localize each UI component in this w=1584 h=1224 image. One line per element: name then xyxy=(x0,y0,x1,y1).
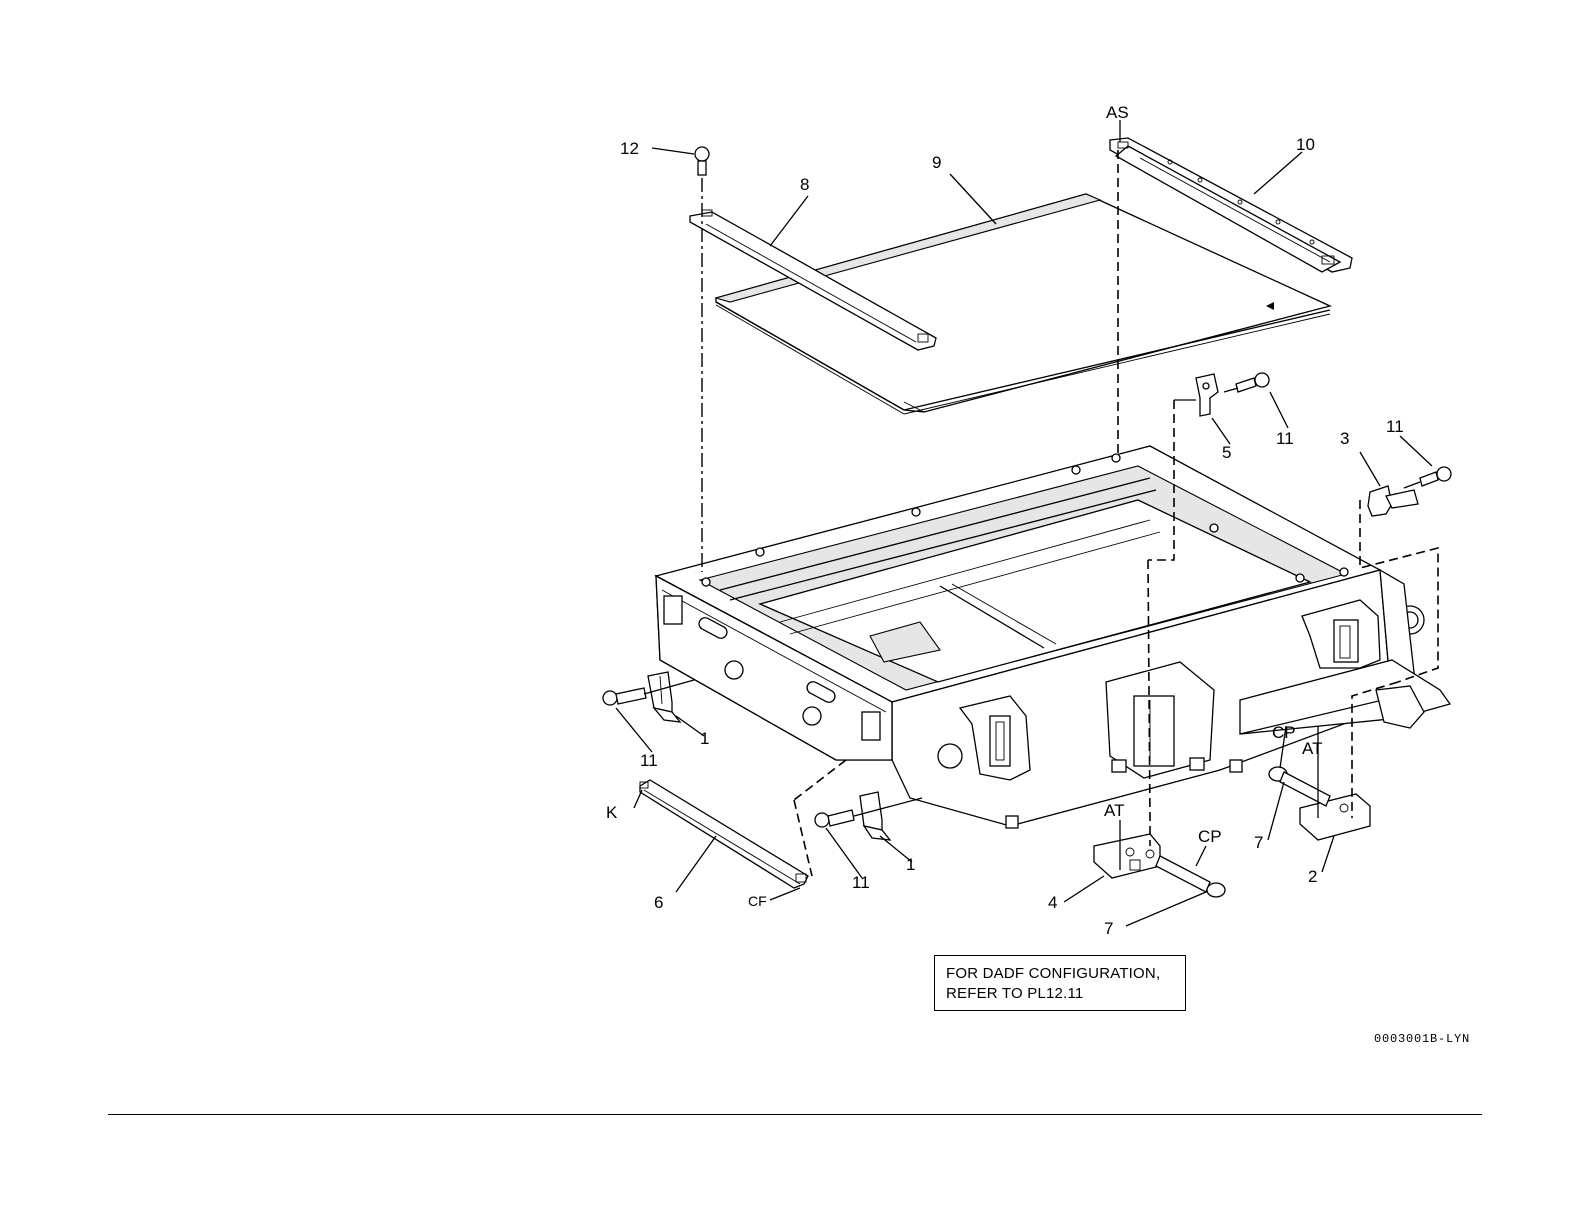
callout-2: 2 xyxy=(1308,867,1317,886)
pin-7-right xyxy=(1269,767,1330,806)
part-2-bracket xyxy=(1300,794,1370,840)
callout-1-left: 1 xyxy=(700,729,709,748)
screw-11-top xyxy=(1236,373,1269,392)
screw-11-mid xyxy=(815,810,854,827)
callout-12: 12 xyxy=(620,139,639,158)
callout-7-right: 7 xyxy=(1254,833,1263,852)
callout-4: 4 xyxy=(1048,893,1057,912)
screw-12 xyxy=(695,147,709,175)
part-1-left-bracket xyxy=(648,672,680,722)
screw-11-left xyxy=(603,688,646,705)
callout-11-left: 11 xyxy=(640,751,658,770)
callout-as: AS xyxy=(1106,103,1129,122)
note-line-1: FOR DADF CONFIGURATION, xyxy=(946,964,1175,984)
callout-at-right: AT xyxy=(1302,739,1322,758)
main-scanner-frame xyxy=(656,446,1450,828)
part-6-bracket xyxy=(640,780,808,888)
footer-divider xyxy=(108,1114,1482,1115)
callout-at-left: AT xyxy=(1104,801,1124,820)
part-5-clip xyxy=(1196,374,1218,416)
callout-8: 8 xyxy=(800,175,809,194)
callout-5: 5 xyxy=(1222,443,1231,462)
dadf-note-box: FOR DADF CONFIGURATION, REFER TO PL12.11 xyxy=(934,955,1186,1011)
callout-7-bottom: 7 xyxy=(1104,919,1113,938)
figure-id: 0003001B-LYN xyxy=(1374,1032,1470,1046)
part-3-clip xyxy=(1368,486,1418,516)
callout-10: 10 xyxy=(1296,135,1315,154)
screw-11-right xyxy=(1420,467,1451,486)
pin-7-bottom xyxy=(1156,856,1225,897)
callout-k: K xyxy=(606,803,618,822)
callout-cf: CF xyxy=(748,893,767,909)
callout-11-right: 11 xyxy=(1386,417,1404,436)
callout-1-mid: 1 xyxy=(906,855,915,874)
part-9-platen-glass xyxy=(716,194,1330,414)
callout-6: 6 xyxy=(654,893,663,912)
callout-cp-left: CP xyxy=(1198,827,1222,846)
callout-9: 9 xyxy=(932,153,941,172)
callout-3: 3 xyxy=(1340,429,1349,448)
callout-cp-right: CP xyxy=(1272,723,1296,742)
callout-11-mid: 11 xyxy=(852,873,870,892)
part-1-mid-bracket xyxy=(860,792,890,840)
note-line-2: REFER TO PL12.11 xyxy=(946,984,1175,1004)
callout-11-top: 11 xyxy=(1276,429,1294,448)
